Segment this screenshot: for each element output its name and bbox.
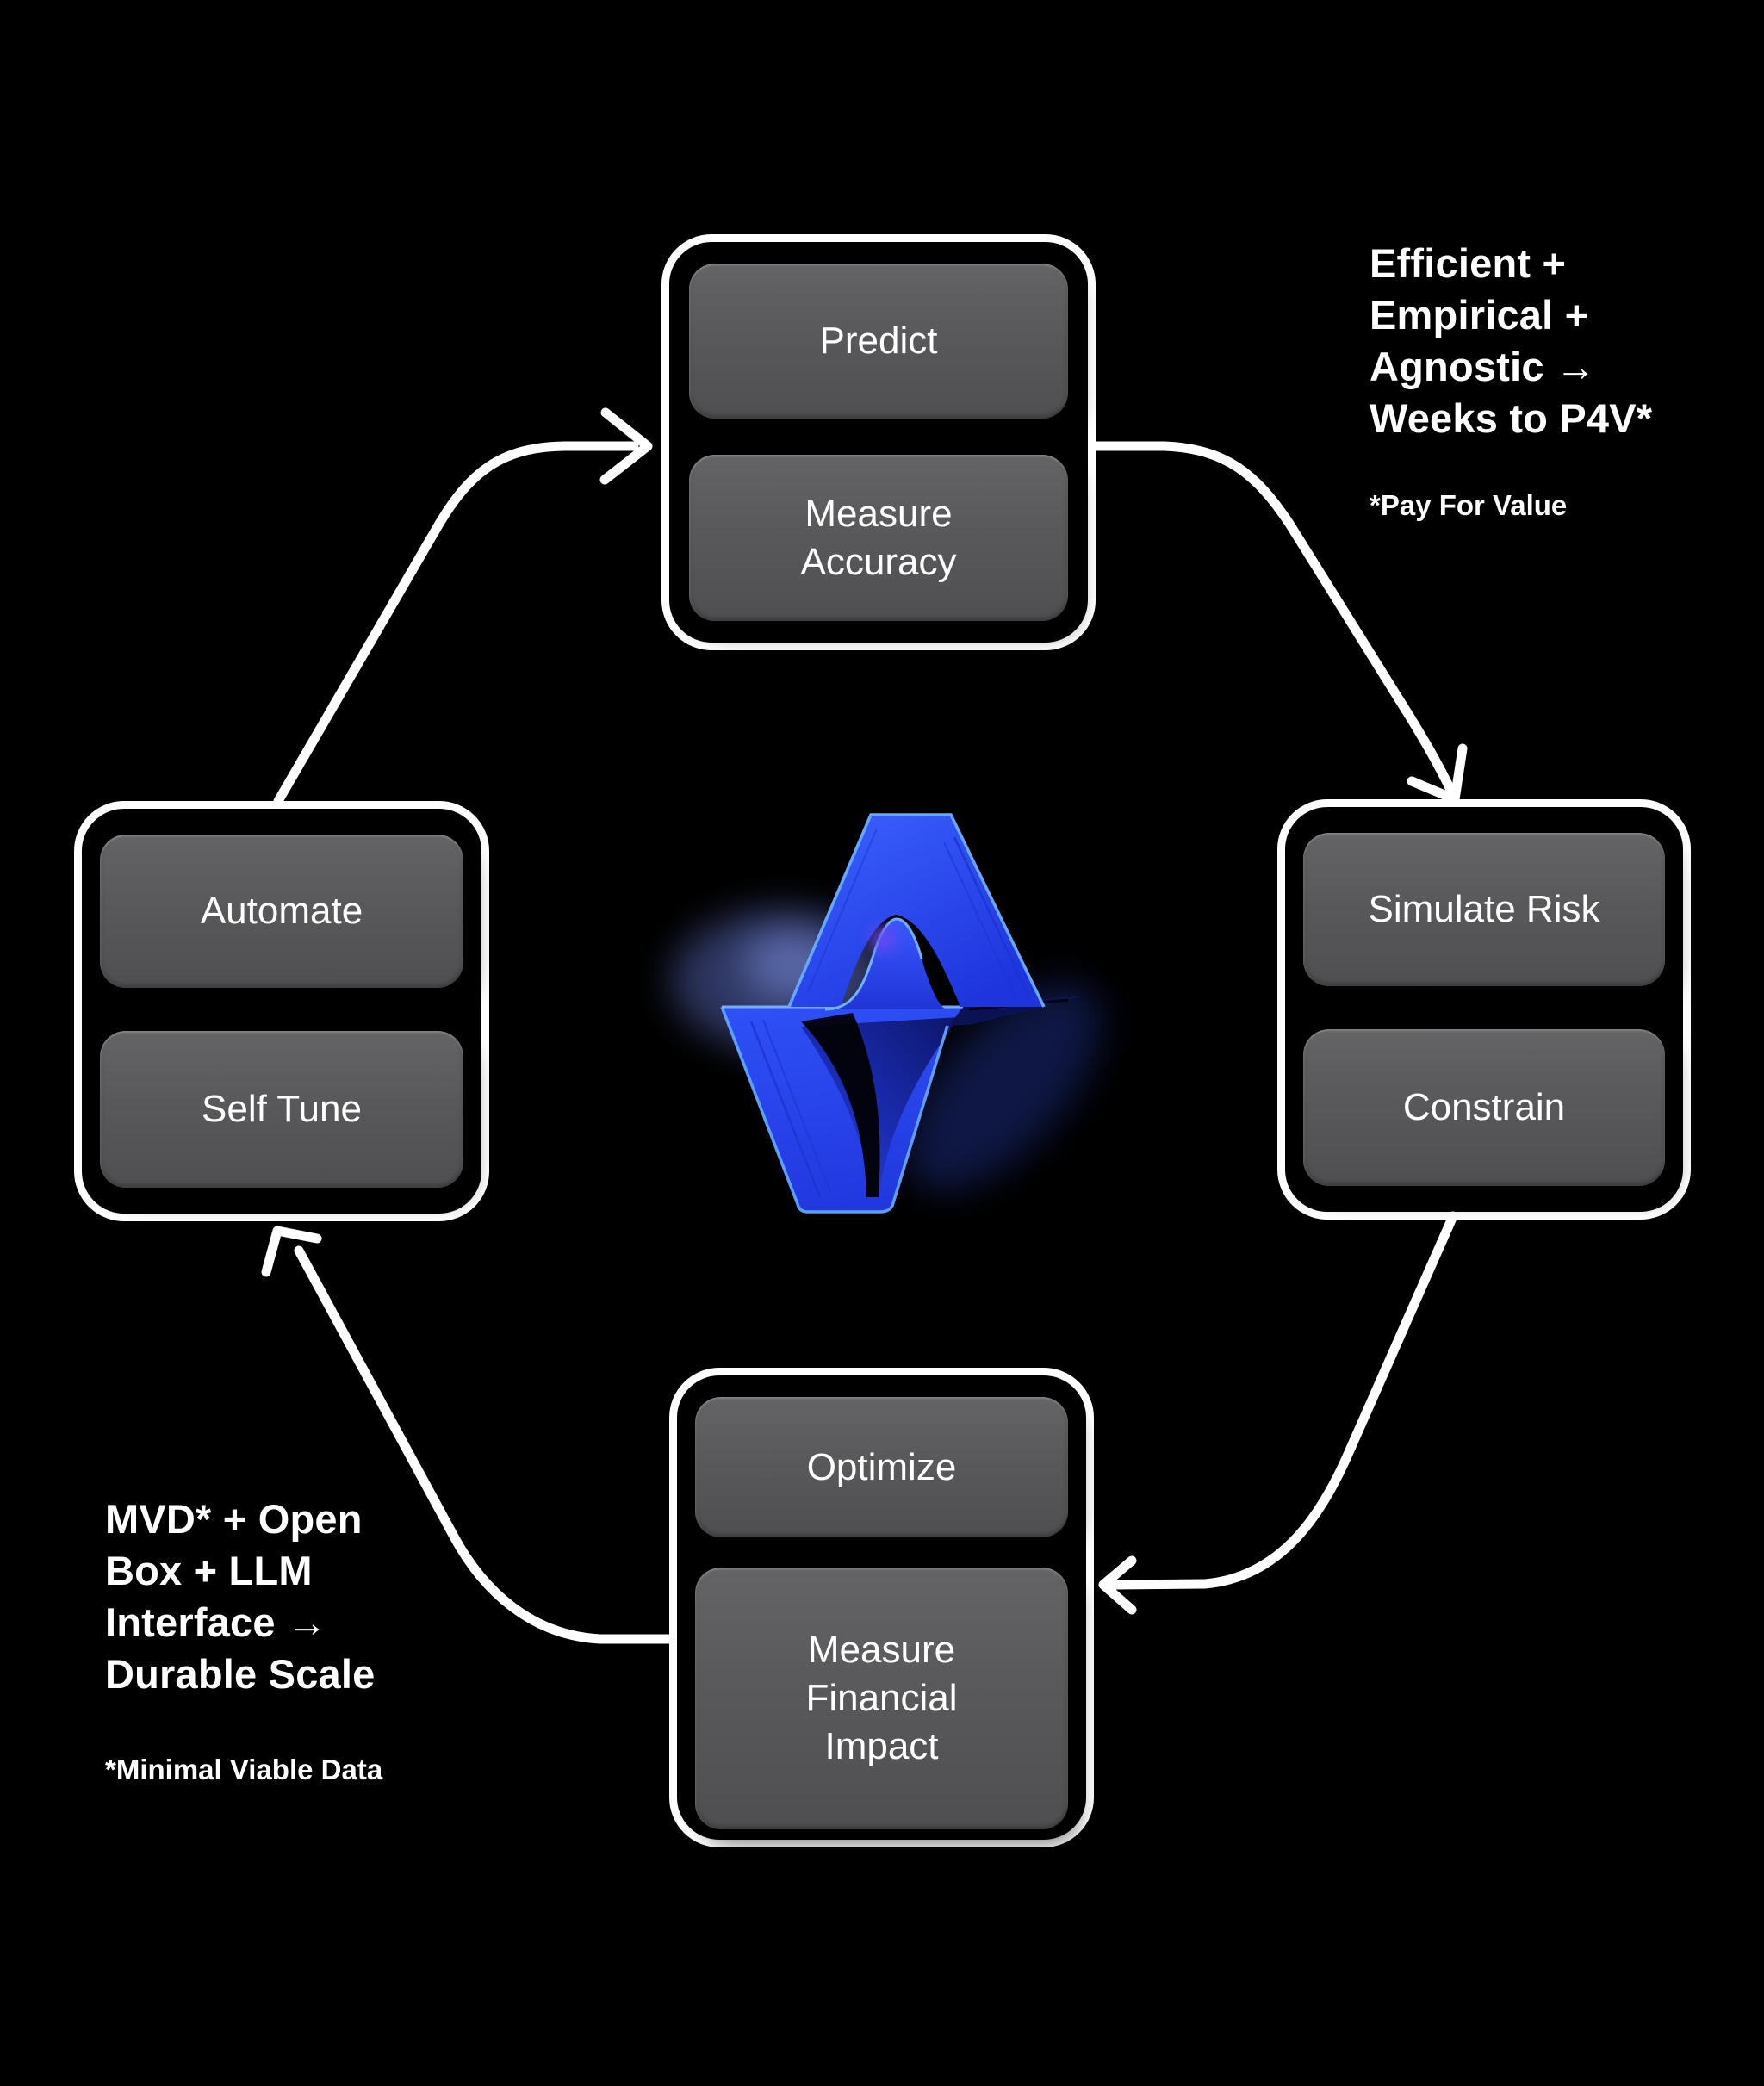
node-simulate-risk: Simulate Risk [1303,833,1665,986]
node-self-tune: Self Tune [100,1031,463,1188]
node-automate: Automate [100,835,463,988]
node-optimize: Optimize [695,1397,1068,1537]
stage-panel-predict: Predict Measure Accuracy [662,234,1096,650]
logo-v-pinstripe-2 [762,1019,831,1193]
logo-arch-edge-highlight [787,813,1046,1008]
logo-band [949,996,1079,1026]
node-predict: Predict [689,264,1068,419]
stage-panel-automate: Automate Self Tune [74,801,489,1221]
center-logo [672,813,1102,1214]
logo-arch-pinstripe-3 [807,828,878,993]
node-constrain: Constrain [1303,1029,1665,1186]
arrowhead-left-icon [1098,1555,1137,1615]
annotation-bottom-left-footnote: *Minimal Viable Data [105,1754,383,1785]
logo-v-pinstripe [749,1021,822,1198]
annotation-top-right-footnote: *Pay For Value [1370,489,1568,521]
logo-v-edge-highlight [720,1006,949,1214]
stage-panel-simulate: Simulate Risk Constrain [1277,799,1691,1220]
logo-glow-right [905,983,1102,1191]
arrowhead-up-icon [261,1226,322,1277]
stage-panel-optimize: Optimize Measure Financial Impact [669,1368,1094,1847]
annotation-bottom-left: MVD* + Open Box + LLM Interface → Durabl… [105,1496,376,1697]
node-measure-financial-impact: Measure Financial Impact [695,1568,1068,1829]
annotation-top-right: Efficient + Empirical + Agnostic → Weeks… [1370,240,1653,441]
arrow-left-to-top [273,407,653,806]
arrow-right-to-bottom [1098,1211,1458,1615]
arrowhead-right-icon [599,407,653,485]
logo-upper-arch [789,815,1044,1007]
logo-purple-accent [869,925,897,953]
logo-shadow-gap [801,1013,880,1197]
arrow-bottom-to-left [261,1226,674,1644]
node-measure-accuracy: Measure Accuracy [689,455,1068,621]
logo-arch-pinstripe-2 [943,841,1017,1000]
logo-arch-pinstripe [953,836,1032,1000]
